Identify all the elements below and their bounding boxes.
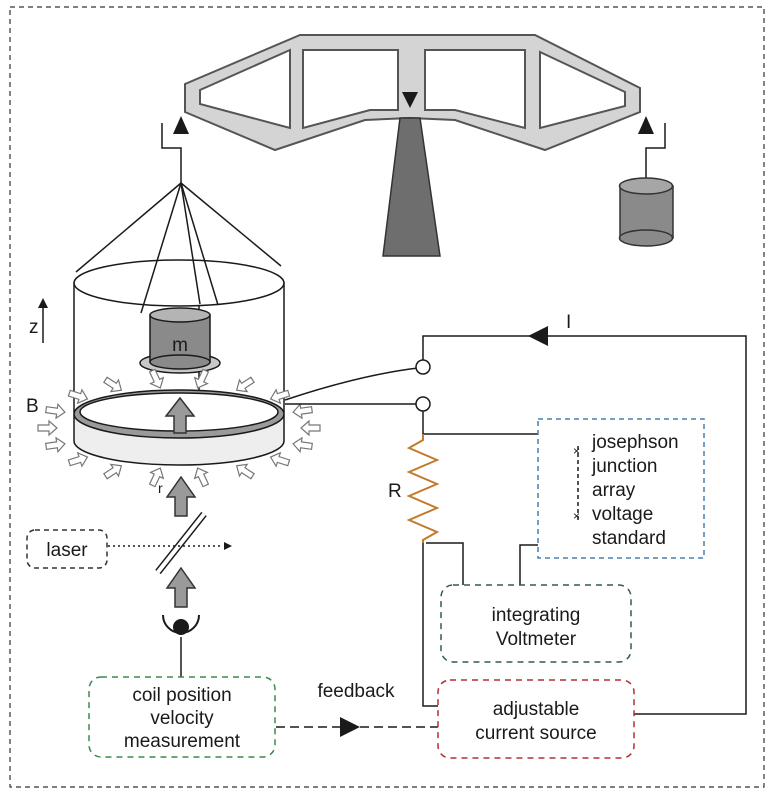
field-arrow <box>193 368 210 389</box>
force-arrow <box>164 396 196 434</box>
current-source-line-2: current source <box>475 723 596 744</box>
field-arrow <box>292 436 313 454</box>
field-arrow <box>45 402 66 420</box>
voltmeter-line-1: integrating <box>492 605 581 626</box>
field-arrow <box>67 388 89 405</box>
magnetic-field-arrows <box>37 368 321 488</box>
feedback-line <box>276 717 438 737</box>
mass-label: m <box>172 335 188 356</box>
field-label: B <box>26 396 39 417</box>
field-arrow <box>235 463 256 480</box>
field-arrow <box>148 368 165 389</box>
counterweight <box>618 177 674 247</box>
josephson-standard-box: × × <box>537 418 705 559</box>
josephson-line-5: standard <box>592 528 666 549</box>
center-knife-edge <box>402 92 418 108</box>
voltmeter-box <box>440 584 632 663</box>
switch-terminal-top <box>415 359 431 375</box>
field-arrow <box>292 402 313 420</box>
resistor-label: R <box>388 481 402 502</box>
laser-box <box>26 529 108 569</box>
field-arrow <box>67 451 89 468</box>
switch-terminal-bottom <box>415 396 431 412</box>
z-axis-label: z <box>29 317 39 338</box>
field-arrow <box>102 376 123 393</box>
coil-measurement-box <box>88 676 276 758</box>
test-mass <box>139 307 221 374</box>
voltmeter-line-2: Voltmeter <box>496 629 577 650</box>
coil-leads <box>284 367 419 405</box>
support-pillar <box>382 117 441 257</box>
resistor <box>406 434 440 543</box>
field-arrow <box>193 467 210 488</box>
suspension-cage <box>73 182 285 413</box>
current-label: I <box>566 312 571 333</box>
velocity-arrow-upper <box>165 475 197 517</box>
svg-text:×: × <box>573 444 580 458</box>
current-source-line-1: adjustable <box>493 699 580 720</box>
josephson-line-2: junction <box>591 456 658 477</box>
field-arrow <box>269 451 291 468</box>
current-source-box <box>437 679 635 759</box>
field-arrow <box>45 436 66 454</box>
laser-label: laser <box>46 540 88 561</box>
field-arrow <box>269 388 291 405</box>
josephson-line-1: josephson <box>591 432 679 453</box>
photo-detector <box>162 614 200 677</box>
radius-label: r <box>158 480 163 496</box>
field-arrow <box>37 419 58 437</box>
coil-measurement-line-2: velocity <box>150 708 214 729</box>
right-hanger <box>638 116 666 178</box>
field-arrow <box>300 419 321 437</box>
z-axis-arrow <box>38 298 48 343</box>
josephson-line-3: array <box>592 480 636 501</box>
current-arrow <box>528 326 548 346</box>
field-arrow <box>148 467 165 488</box>
velocity-arrow-lower <box>165 566 197 608</box>
left-hanger <box>161 116 189 183</box>
feedback-label: feedback <box>317 681 395 702</box>
josephson-line-4: voltage <box>592 504 653 525</box>
laser-beam <box>108 542 232 550</box>
svg-text:×: × <box>573 509 580 523</box>
field-arrow <box>102 463 123 480</box>
field-arrow <box>235 376 256 393</box>
coil-measurement-line-1: coil position <box>132 685 231 706</box>
coil-measurement-line-3: measurement <box>124 731 241 752</box>
outer-frame <box>9 6 765 788</box>
